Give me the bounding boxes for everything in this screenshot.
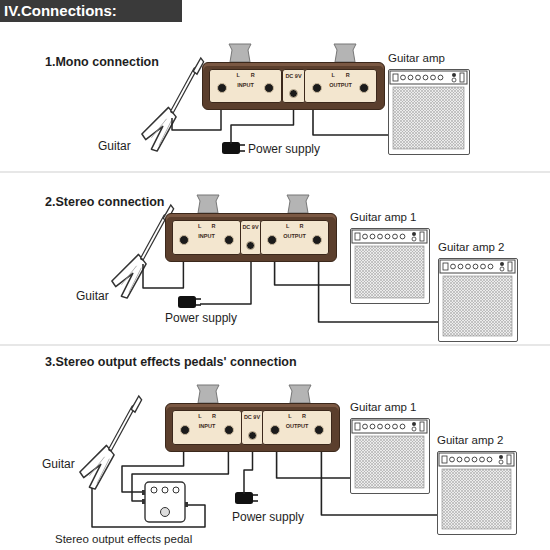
panel-label: OUTPUT — [329, 83, 352, 89]
panel-label: INPUT — [198, 234, 215, 240]
audio-jack — [180, 425, 190, 435]
amp-cabinet — [350, 418, 430, 494]
separator — [0, 172, 550, 345]
section-heading: 1.Mono connection — [45, 55, 159, 69]
amp-label: Guitar amp 2 — [438, 241, 518, 255]
page-title: IV.Connections: — [4, 2, 117, 20]
cable-connector — [313, 110, 388, 135]
looper-pedal: L R INPUT DC 9V L R OUTPUT — [165, 213, 337, 262]
jack-panel: L R INPUT — [172, 220, 241, 255]
audio-jack — [312, 235, 322, 245]
panel-label: DC 9V — [244, 415, 260, 421]
panel-label: DC 9V — [285, 74, 301, 80]
amp-drawing — [438, 452, 515, 533]
audio-jack — [312, 83, 322, 93]
panel-label: L — [286, 224, 289, 230]
power-panel: DC 9V — [282, 69, 306, 103]
amp-drawing — [351, 229, 428, 302]
panel-label: DC 9V — [242, 225, 258, 231]
audio-jack — [314, 425, 324, 435]
audio-jack — [270, 425, 280, 435]
amp-cabinet — [437, 451, 517, 535]
jack-panel: L R INPUT — [209, 69, 282, 103]
panel-label: OUTPUT — [283, 234, 306, 240]
jack-panel: L R OUTPUT — [262, 410, 332, 445]
effects-pedal — [142, 482, 188, 522]
audio-jack — [179, 235, 189, 245]
audio-jack — [217, 83, 227, 93]
amp-cabinet — [350, 228, 430, 304]
amp-label: Guitar amp — [388, 52, 470, 66]
jack-panel: L R OUTPUT — [304, 69, 377, 103]
audio-jack — [264, 83, 274, 93]
section-heading: 2.Stereo connection — [45, 195, 164, 209]
amp-label: Guitar amp 1 — [350, 401, 430, 415]
amp-label: Guitar amp 2 — [437, 434, 517, 448]
panel-label: R — [302, 414, 306, 420]
part-label: Guitar — [42, 458, 75, 472]
amp-drawing — [439, 259, 516, 340]
power-panel: DC 9V — [241, 410, 264, 445]
guitar-amp: Guitar amp — [388, 52, 470, 155]
panel-label: R — [212, 414, 216, 420]
guitar-amp: Guitar amp 1 — [350, 211, 430, 304]
section-heading: 3.Stereo output effects pedals' connecti… — [45, 355, 297, 369]
dc-jack — [248, 431, 257, 440]
panel-label: L — [332, 73, 335, 79]
part-label: Stereo output effects pedal — [55, 533, 192, 546]
guitar-amp: Guitar amp 2 — [438, 241, 518, 342]
jack-panel: L R OUTPUT — [260, 220, 329, 255]
amp-label: Guitar amp 1 — [350, 211, 430, 225]
amp-drawing — [351, 419, 428, 492]
looper-pedal: L R INPUT DC 9V L R OUTPUT — [202, 62, 385, 110]
dc-jack — [289, 89, 298, 98]
part-label: Power supply — [232, 511, 304, 525]
panel-label: INPUT — [199, 424, 216, 430]
part-label: Guitar — [98, 140, 131, 154]
cable — [92, 110, 294, 527]
audio-jack — [359, 83, 369, 93]
amp-cabinet — [438, 258, 518, 342]
panel-label: INPUT — [237, 83, 254, 89]
dc-jack — [246, 241, 255, 250]
header-band — [0, 0, 182, 22]
panel-label: R — [211, 224, 215, 230]
audio-jack — [267, 235, 277, 245]
amp-cabinet — [388, 69, 470, 155]
part-label: Guitar — [76, 290, 109, 304]
cable-connector — [275, 262, 350, 285]
panel-label: R — [299, 224, 303, 230]
panel-label: L — [198, 224, 201, 230]
guitar-amp: Guitar amp 1 — [350, 401, 430, 494]
guitar — [80, 58, 204, 489]
amp-drawing — [389, 70, 468, 153]
guitar-amp: Guitar amp 2 — [437, 434, 517, 535]
audio-jack — [224, 425, 234, 435]
jack-panel: L R INPUT — [172, 410, 242, 445]
power-panel: DC 9V — [240, 220, 262, 255]
panel-label: R — [346, 73, 350, 79]
panel-label: L — [288, 414, 291, 420]
looper-pedal: L R INPUT DC 9V L R OUTPUT — [165, 403, 340, 452]
panel-label: R — [251, 73, 255, 79]
cable-connector — [277, 452, 350, 478]
part-label: Power supply — [248, 143, 320, 157]
audio-jack — [224, 235, 234, 245]
panel-label: L — [237, 73, 240, 79]
panel-label: L — [198, 414, 201, 420]
panel-label: OUTPUT — [286, 424, 309, 430]
part-label: Power supply — [165, 312, 237, 326]
